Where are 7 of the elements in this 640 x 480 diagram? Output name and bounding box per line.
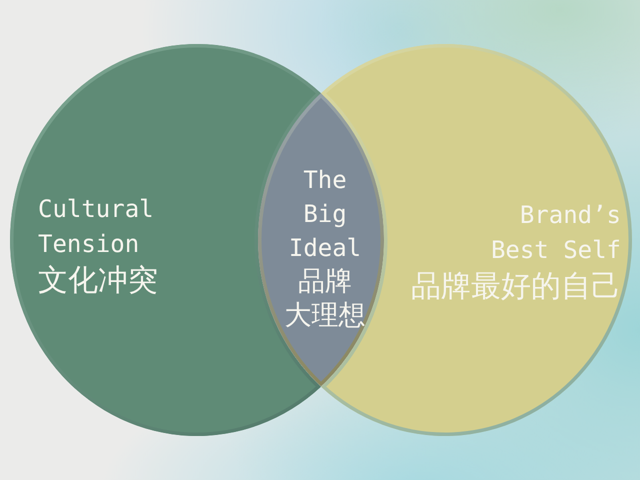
circle-label: Cultural Tension xyxy=(38,194,154,260)
overlap-region xyxy=(258,93,384,387)
overlap-label: 品牌大理想 xyxy=(284,264,366,333)
circle-label: 品牌最好的自己 xyxy=(411,268,621,305)
circle-label: Brand’s Best Self xyxy=(490,200,621,266)
overlap-label: The Big Ideal xyxy=(288,164,362,264)
circle-label: 文化冲突 xyxy=(38,262,158,299)
